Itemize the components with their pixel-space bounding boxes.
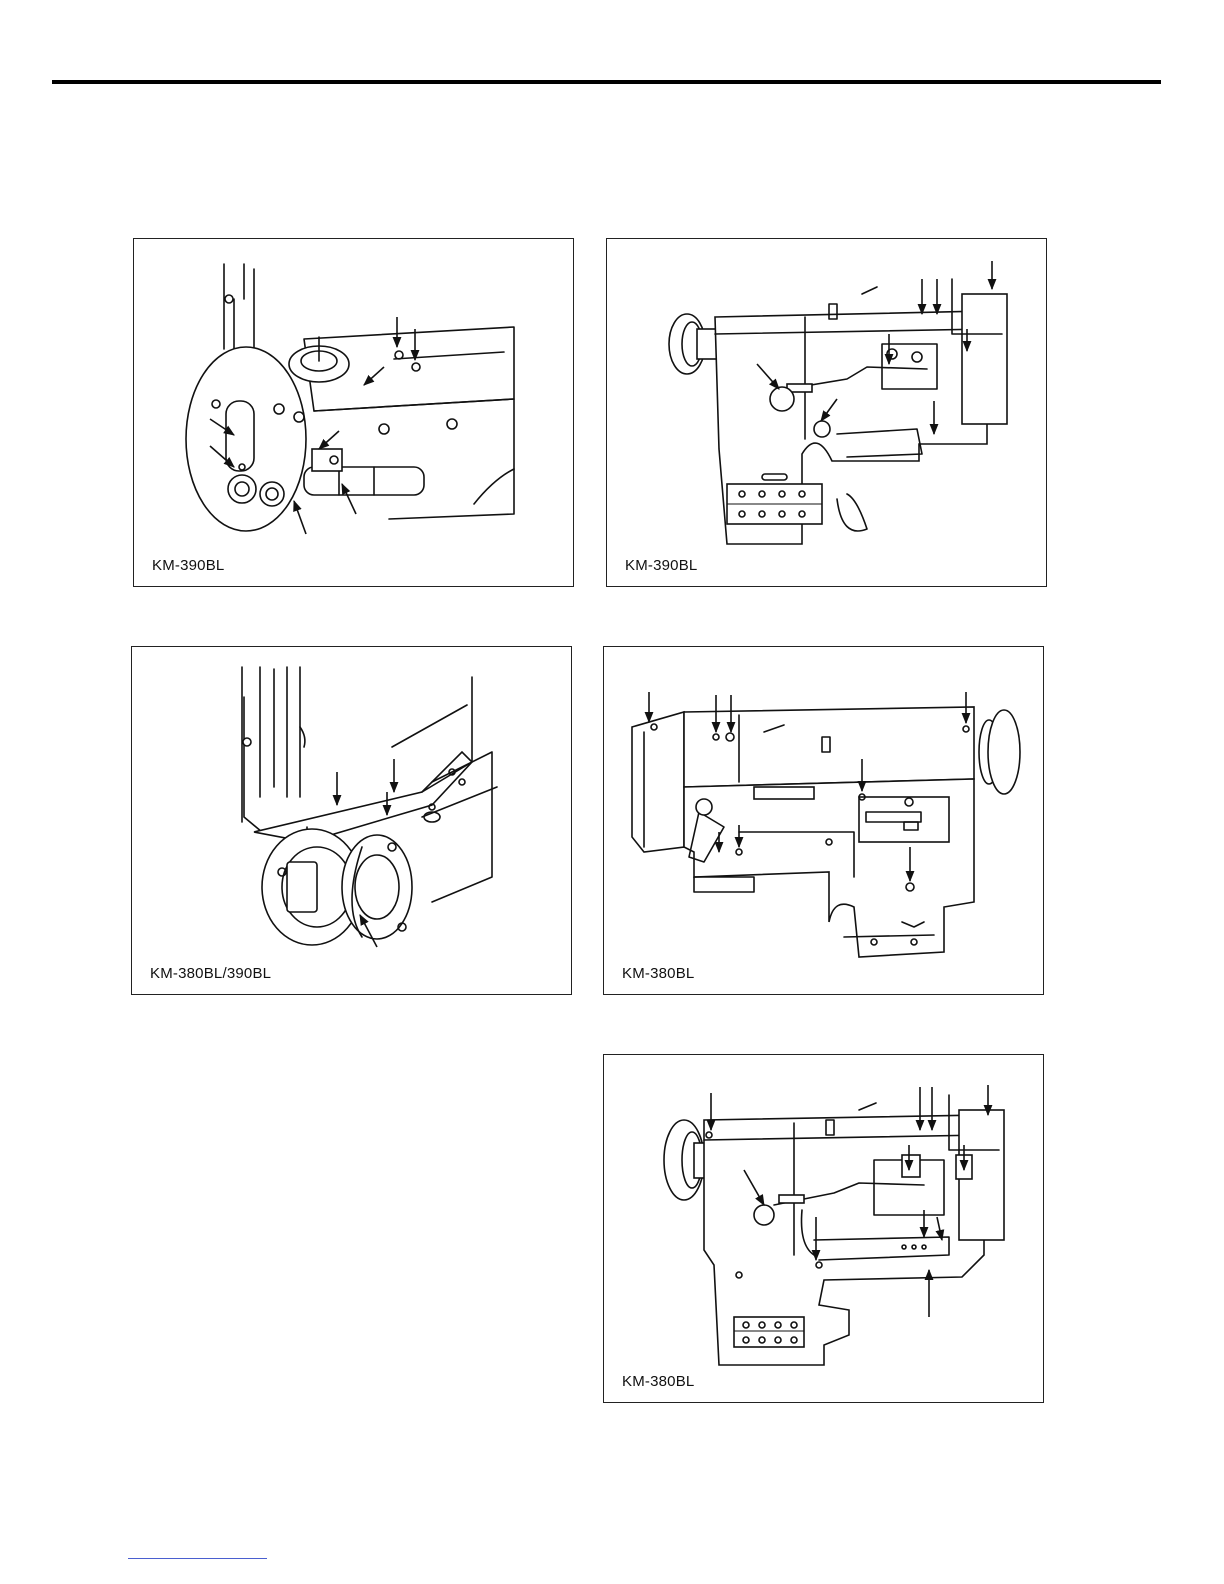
- hook-closeup-illustration: [132, 647, 573, 996]
- figure-caption: KM-380BL: [622, 1373, 694, 1390]
- figure-caption: KM-380BL: [622, 965, 694, 982]
- header-rule: [52, 80, 1161, 84]
- figure-caption: KM-390BL: [152, 557, 224, 574]
- footer-rule: [128, 1558, 267, 1559]
- machine-front-illustration: [607, 239, 1048, 588]
- figure-machine-front-km380bl: KM-380BL: [603, 1054, 1044, 1403]
- figure-hook-area-km390bl: KM-390BL: [133, 238, 574, 587]
- figure-caption: KM-390BL: [625, 557, 697, 574]
- machine-front-380-illustration: [604, 1055, 1045, 1404]
- figure-machine-front-km390bl: KM-390BL: [606, 238, 1047, 587]
- hook-area-illustration: [134, 239, 575, 588]
- figure-machine-back-km380bl: KM-380BL: [603, 646, 1044, 995]
- figure-caption: KM-380BL/390BL: [150, 965, 271, 982]
- figure-hook-area-km380bl-390bl: KM-380BL/390BL: [131, 646, 572, 995]
- machine-back-illustration: [604, 647, 1045, 996]
